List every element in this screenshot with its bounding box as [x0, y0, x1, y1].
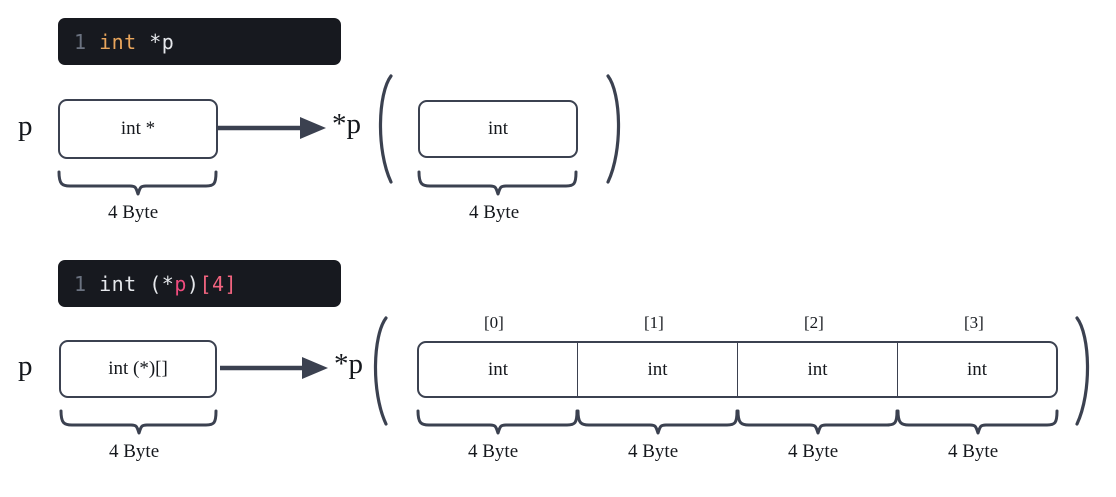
group-paren-right-row2 — [1075, 316, 1090, 426]
code-gap — [87, 32, 100, 52]
code-token-keyword: int — [99, 29, 137, 54]
size-brace-pointer-row2 — [59, 409, 218, 435]
group-paren-right-row1 — [606, 74, 621, 184]
code-token-variable: p — [174, 271, 187, 296]
group-paren-left-row1 — [378, 74, 393, 184]
array-index-label-0: [0] — [484, 313, 504, 332]
size-brace-pointer-row1 — [57, 170, 218, 196]
array-index-label-2: [2] — [804, 313, 824, 332]
array-cell-size-label-3: 4 Byte — [948, 441, 999, 462]
array-cell-size-label-2: 4 Byte — [788, 441, 839, 462]
code-line-number-2: 1 — [74, 271, 87, 296]
pointer-box-row1: int * — [58, 99, 218, 159]
array-cell-size-label-1: 4 Byte — [628, 441, 679, 462]
code-token-close-paren: ) — [186, 271, 200, 296]
pointer-box-row2: int (*)[] — [59, 340, 217, 398]
size-brace-cell-0 — [416, 409, 579, 435]
array-cell-size-label-0: 4 Byte — [468, 441, 519, 462]
array-index-label-1: [1] — [644, 313, 664, 332]
arrow-pointer-to-target-row2 — [220, 357, 328, 379]
code-block-array-pointer[interactable]: 1 int (*p)[4] — [58, 260, 341, 307]
arrow-pointer-to-target-row1 — [218, 117, 326, 139]
array-cell-3: int — [897, 341, 1058, 398]
pointer-variable-label-row1: p — [18, 110, 33, 142]
group-paren-left-row2 — [373, 316, 388, 426]
array-index-label-3: [3] — [964, 313, 984, 332]
pointer-variable-label-row2: p — [18, 350, 33, 382]
code-line-number: 1 — [74, 29, 87, 54]
code-block-int-pointer[interactable]: 1 int *p — [58, 18, 341, 65]
deref-label-row1: *p — [332, 108, 361, 140]
size-brace-cell-2 — [736, 409, 899, 435]
array-cell-1: int — [577, 341, 738, 398]
code-gap-2 — [87, 274, 100, 294]
code-token-declarator: *p — [136, 29, 175, 54]
pointer-size-label-row2: 4 Byte — [109, 441, 160, 462]
array-cell-0: int — [417, 341, 578, 398]
code-token-array-size: [4] — [199, 271, 238, 296]
size-brace-cell-3 — [896, 409, 1059, 435]
code-token-open-paren: (* — [136, 271, 175, 296]
code-token-type: int — [99, 271, 137, 296]
array-cell-2: int — [737, 341, 898, 398]
size-brace-cell-1 — [576, 409, 739, 435]
pointer-size-label-row1: 4 Byte — [108, 202, 159, 223]
target-cell-row1: int — [418, 100, 578, 158]
deref-label-row2: *p — [334, 348, 363, 380]
size-brace-target-row1 — [417, 170, 578, 196]
target-size-label-row1: 4 Byte — [469, 202, 520, 223]
